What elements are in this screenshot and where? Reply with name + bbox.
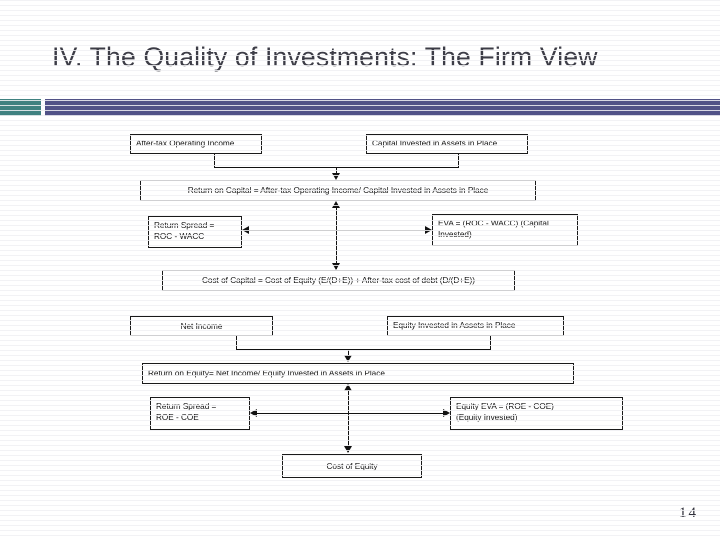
node-return-on-equity-label: Return on Equity= Net Income/ Equity Inv… xyxy=(148,369,385,378)
node-equity-eva-line2: (Equity Invested) xyxy=(456,413,518,422)
node-capital-invested-assets: Capital Invested in Assets in Place xyxy=(366,134,528,154)
connector-v-after-tax-down xyxy=(214,154,215,168)
arrowhead-up-to-roc xyxy=(332,201,340,208)
arrowhead-down-to-cost-of-equity xyxy=(344,446,352,453)
arrowhead-left-to-return-spread-roe xyxy=(250,409,257,417)
arrowhead-left-to-return-spread xyxy=(242,226,249,234)
connector-h-spread-equity-eva xyxy=(257,413,443,414)
node-return-on-equity: Return on Equity= Net Income/ Equity Inv… xyxy=(142,363,574,384)
node-return-spread-roe: Return Spread = ROE - COE xyxy=(150,397,250,430)
node-after-tax-operating-income: After-tax Operating Income xyxy=(130,134,262,154)
arrowhead-down-to-cost-of-capital xyxy=(332,263,340,270)
node-equity-eva-line1: Equity EVA = (ROE - COE) xyxy=(456,402,554,411)
node-eva-line1: EVA = (ROC - WACC) (Capital xyxy=(438,219,549,228)
node-return-on-capital-label: Return on Capital = After-tax Operating … xyxy=(187,186,489,195)
node-eva: EVA = (ROC - WACC) (Capital Invested) xyxy=(432,214,578,246)
connector-v-capital-down xyxy=(458,154,459,168)
arrowhead-down-to-roc xyxy=(332,173,340,180)
connector-v-net-income-down xyxy=(236,336,237,350)
connector-h-equity-inputs-join xyxy=(236,349,491,350)
arrowhead-up-to-roe xyxy=(344,384,352,391)
connector-v-equity-invested-down xyxy=(490,336,491,350)
arrowhead-down-to-roe xyxy=(344,355,352,362)
arrowhead-right-to-equity-eva xyxy=(443,409,450,417)
connector-v-roc-spine xyxy=(336,207,337,269)
connector-v-roe-spine xyxy=(348,390,349,452)
node-return-on-capital: Return on Capital = After-tax Operating … xyxy=(140,180,536,201)
page-number: 14 xyxy=(679,505,698,521)
node-return-spread-roe-line1: Return Spread = xyxy=(156,402,217,411)
node-net-income-label: Net Income xyxy=(180,321,223,331)
node-net-income: Net Income xyxy=(130,316,273,336)
node-equity-invested-assets: Equity Invested in Assets in Place xyxy=(387,316,564,336)
node-return-spread-roc-line2: ROC - WACC xyxy=(154,232,205,241)
connector-h-spread-eva xyxy=(249,230,425,231)
arrowhead-right-to-eva xyxy=(425,226,432,234)
node-cost-of-equity: Cost of Equity xyxy=(282,454,422,478)
node-cost-of-equity-label: Cost of Equity xyxy=(326,461,378,471)
node-return-spread-roe-line2: ROE - COE xyxy=(156,413,199,422)
node-equity-eva: Equity EVA = (ROE - COE) (Equity Investe… xyxy=(450,397,623,430)
node-return-spread-roc: Return Spread = ROC - WACC xyxy=(148,216,242,248)
node-eva-line2: Invested) xyxy=(438,230,472,239)
node-cost-of-capital: Cost of Capital = Cost of Equity (E/(D+E… xyxy=(162,270,515,291)
node-return-spread-roc-line1: Return Spread = xyxy=(154,221,215,230)
node-cost-of-capital-label: Cost of Capital = Cost of Equity (E/(D+E… xyxy=(201,276,475,285)
